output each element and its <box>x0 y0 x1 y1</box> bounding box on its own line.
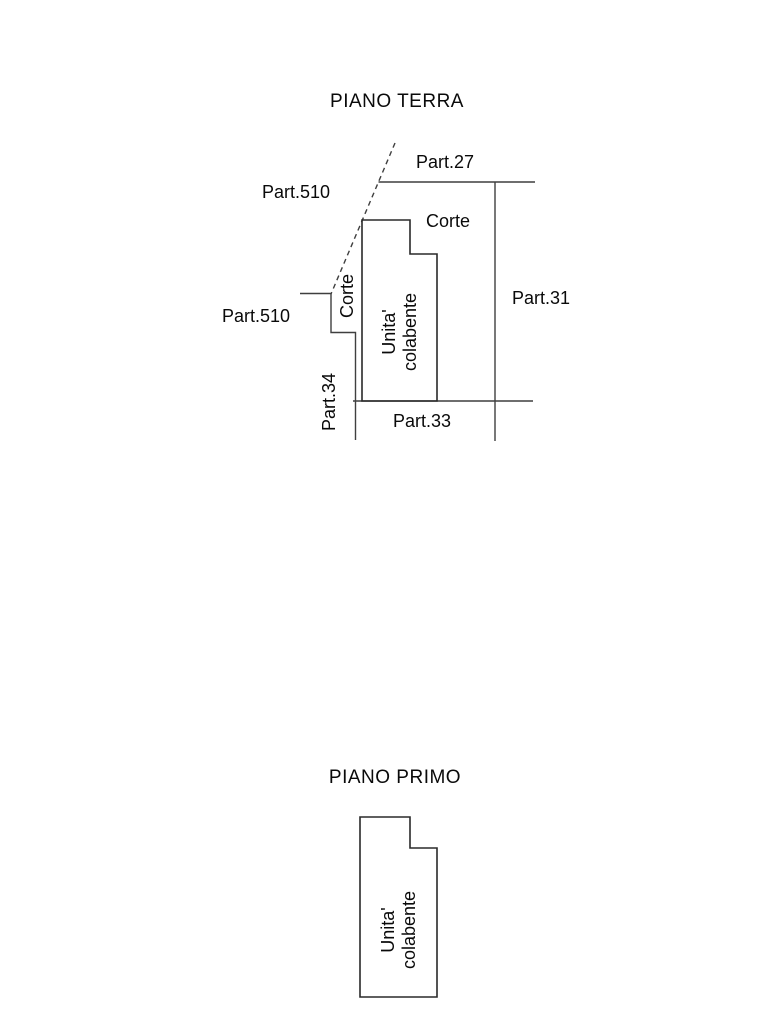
terra-dashed-boundary-line <box>330 142 396 295</box>
part27-label: Part.27 <box>415 152 475 172</box>
part510-left-label: Part.510 <box>221 306 291 326</box>
piano-terra-title: PIANO TERRA <box>330 91 464 112</box>
terra-unit-label: Unita' colabente <box>379 277 421 387</box>
corte-courtyard-label: Corte <box>425 211 470 231</box>
terra-part34-boundary-line <box>330 293 357 440</box>
part34-label: Part.34 <box>319 372 339 432</box>
part510-top-label: Part.510 <box>261 182 331 202</box>
primo-unit-label: Unita' colabente <box>378 875 420 985</box>
terra-unit-outline <box>361 219 438 402</box>
corte-strip-label: Corte <box>337 274 357 319</box>
terra-unit-label-line2: colabente <box>400 292 420 372</box>
primo-unit-outline <box>359 816 438 998</box>
part31-label: Part.31 <box>511 288 571 308</box>
terra-unit-label-line1: Unita' <box>379 309 399 355</box>
primo-unit-label-line2: colabente <box>399 890 419 970</box>
part33-label: Part.33 <box>392 411 452 431</box>
primo-unit-label-line1: Unita' <box>378 907 398 953</box>
building-outlines <box>359 219 438 998</box>
piano-primo-title: PIANO PRIMO <box>328 767 462 788</box>
